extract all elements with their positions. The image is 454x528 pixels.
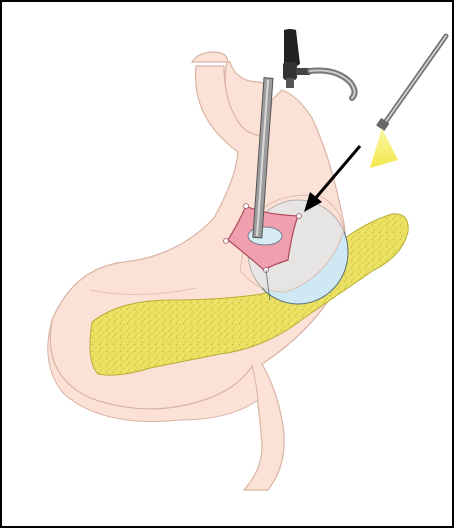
stitch	[244, 204, 249, 209]
stitch	[297, 214, 302, 219]
stitch	[224, 239, 229, 244]
